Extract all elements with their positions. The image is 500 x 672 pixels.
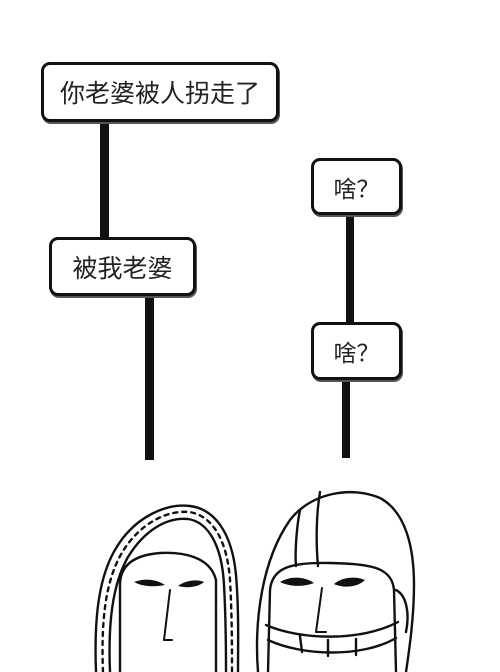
speech-bubble-middle-left: 被我老婆 bbox=[49, 237, 196, 296]
helmet-shell bbox=[255, 491, 416, 672]
speech-bubble-top-left: 你老婆被人拐走了 bbox=[41, 62, 279, 122]
hair-inner-line bbox=[108, 517, 228, 672]
face-opening bbox=[266, 561, 398, 672]
tail-middle-left bbox=[145, 294, 154, 460]
tail-top-right bbox=[346, 213, 354, 325]
speech-text: 啥？ bbox=[333, 176, 380, 203]
speech-bubble-top-right: 啥？ bbox=[311, 158, 402, 215]
face-mask-top bbox=[264, 620, 400, 638]
face-mask-bottom bbox=[266, 636, 398, 654]
tail-top-left bbox=[100, 120, 109, 240]
helmet-stripe-left bbox=[294, 508, 302, 568]
left-eye bbox=[280, 577, 314, 586]
hair-outline bbox=[94, 504, 240, 672]
right-eye bbox=[334, 577, 365, 587]
face-mask-bars bbox=[298, 634, 358, 658]
face-outline bbox=[118, 551, 218, 672]
speech-bubble-middle-right: 啥？ bbox=[311, 322, 402, 380]
nose bbox=[315, 587, 327, 633]
long-haired-character bbox=[94, 504, 240, 672]
speech-text: 啥？ bbox=[333, 341, 380, 367]
right-eye bbox=[178, 580, 204, 588]
speech-text: 你老婆被人拐走了 bbox=[59, 79, 260, 108]
helmet-stripe-right bbox=[315, 490, 322, 568]
hair-dashes bbox=[101, 510, 234, 672]
left-eye bbox=[134, 579, 165, 587]
helmet-character bbox=[255, 490, 416, 672]
nose bbox=[163, 589, 173, 641]
tail-middle-right bbox=[342, 378, 350, 458]
ear-guard bbox=[394, 588, 409, 634]
speech-text: 被我老婆 bbox=[72, 253, 173, 283]
bubble-tails bbox=[100, 120, 354, 460]
